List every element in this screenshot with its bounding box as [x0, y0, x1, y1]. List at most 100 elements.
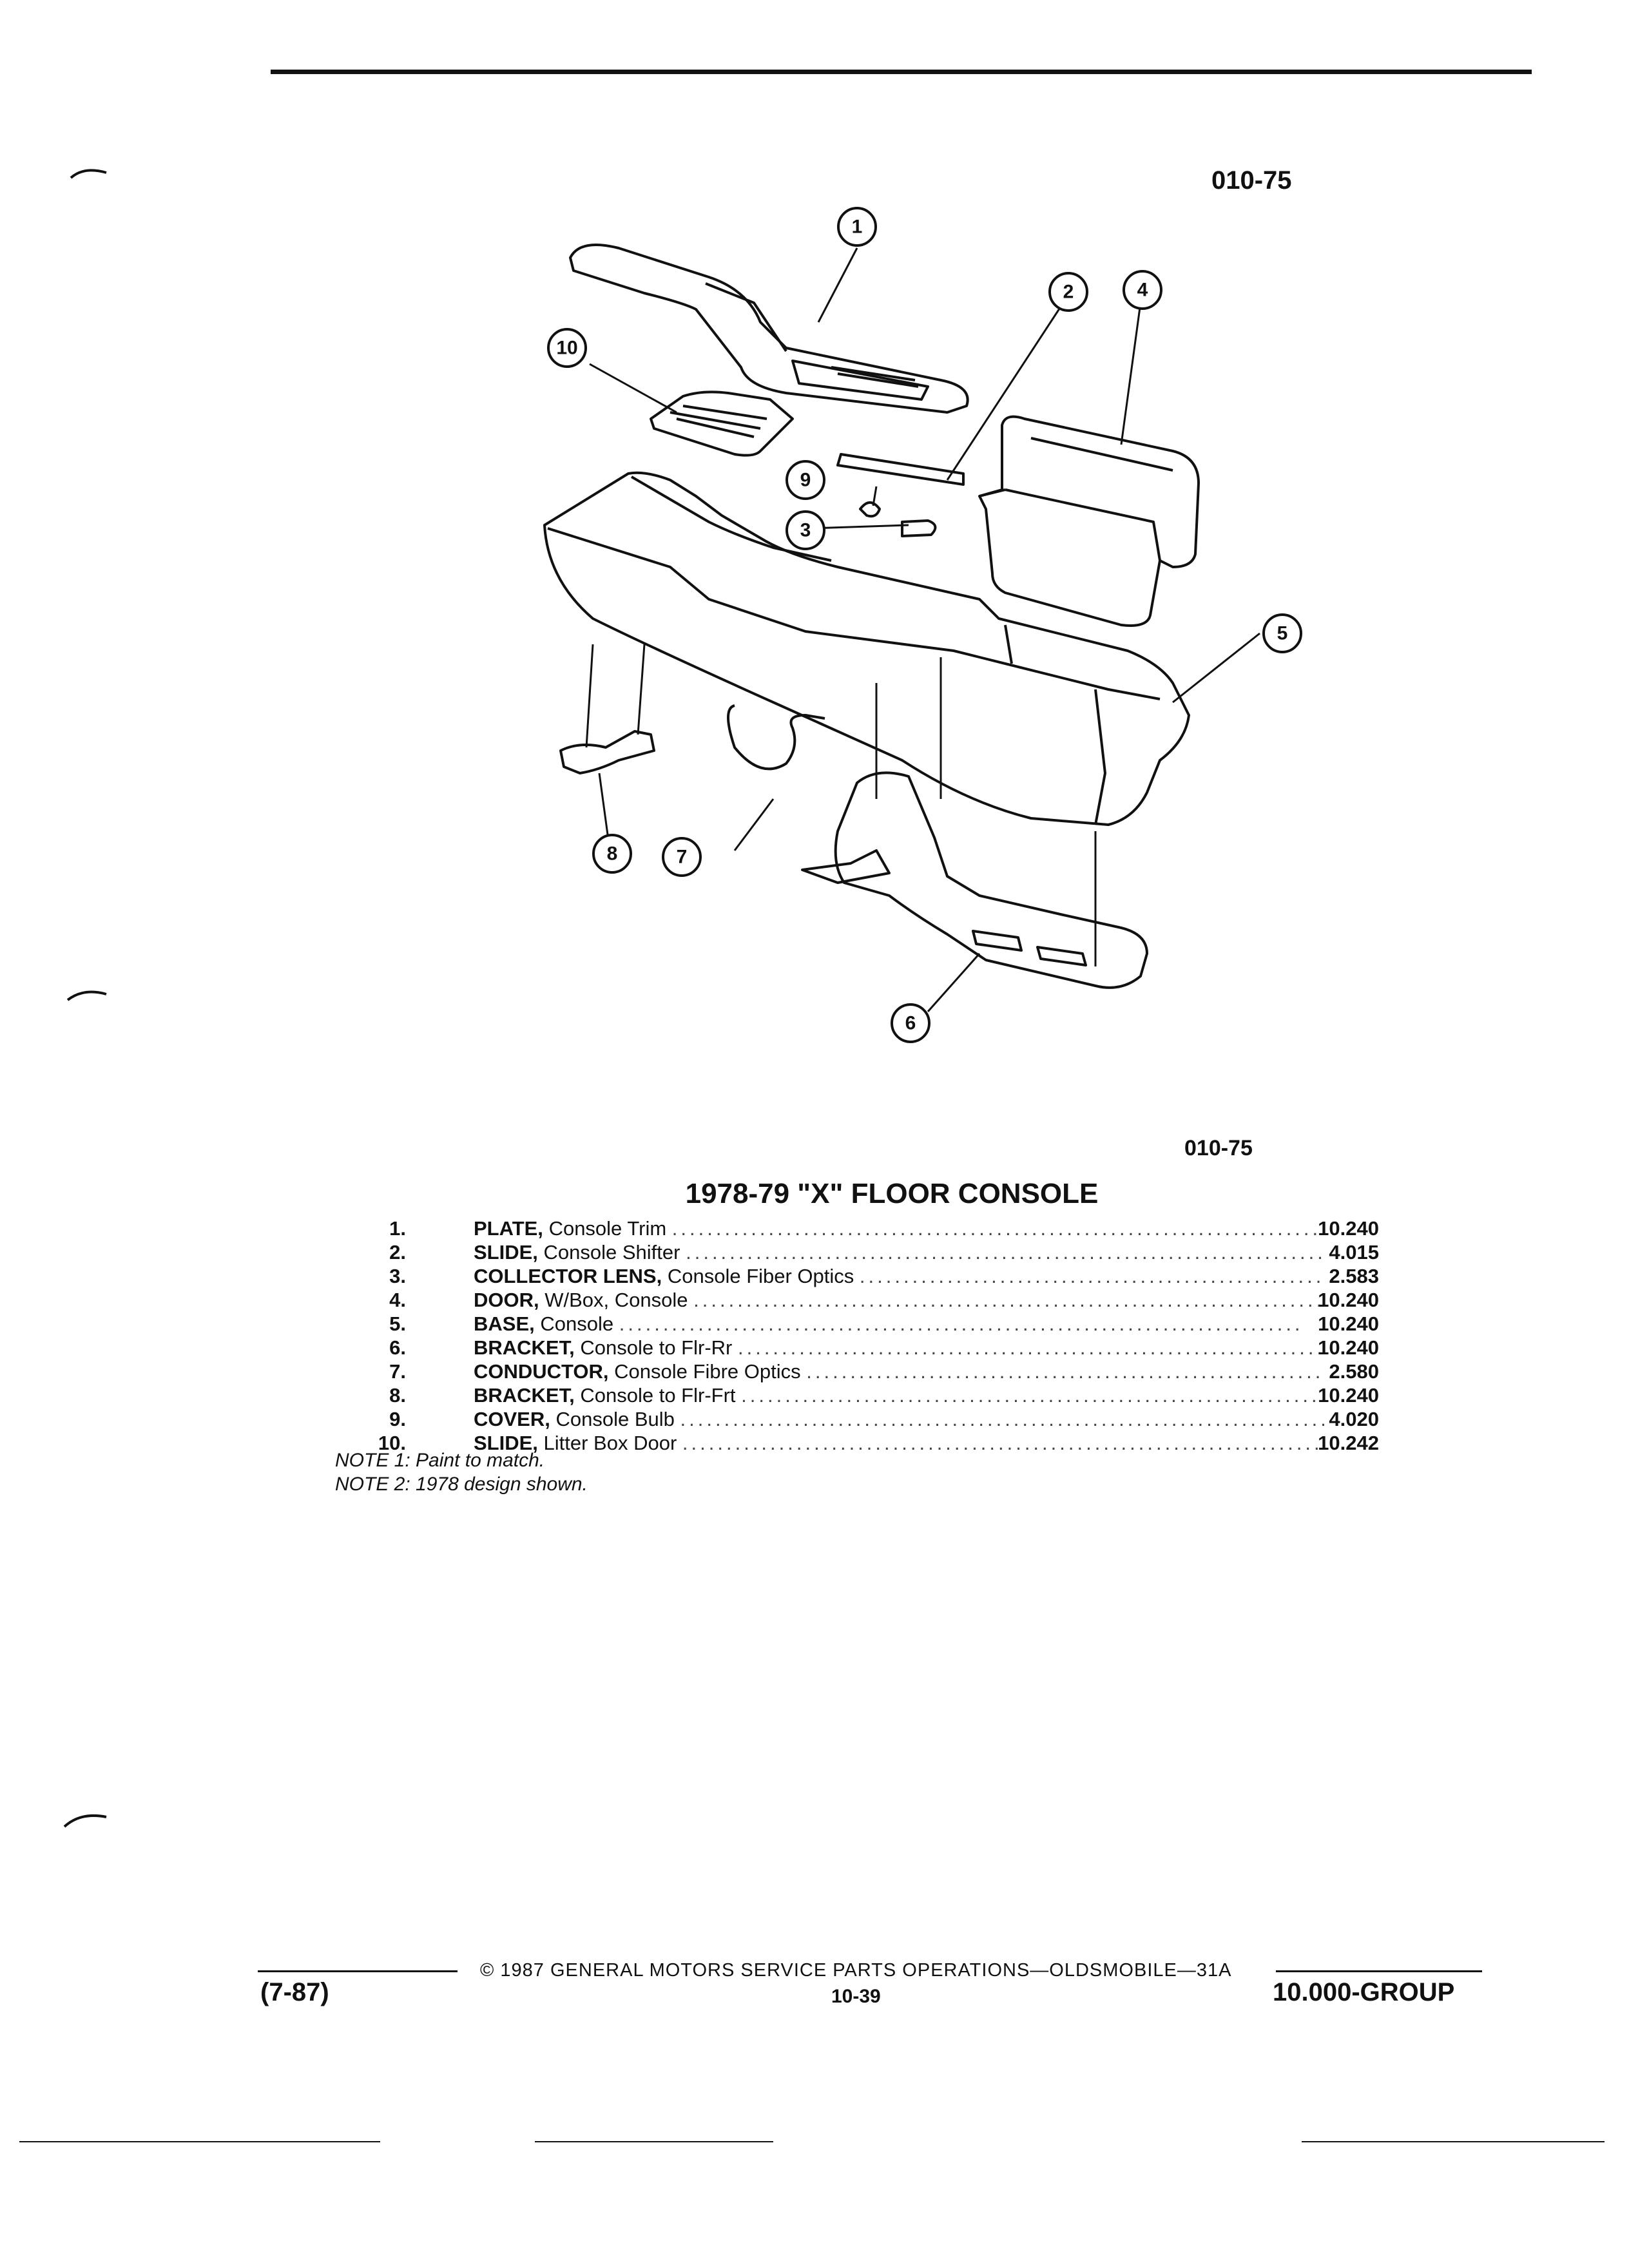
part-row-3: 3. COLLECTOR LENS, Console Fiber Optics …	[335, 1264, 1379, 1288]
callout-5: 5	[1262, 613, 1302, 653]
part-name: BRACKET,	[474, 1384, 575, 1407]
part-row-10: 10. SLIDE, Litter Box Door .............…	[335, 1431, 1379, 1455]
note-1: NOTE 1: Paint to match.	[335, 1450, 545, 1471]
part-number: 9.	[389, 1408, 406, 1430]
callout-7: 7	[662, 837, 702, 877]
svg-text:4: 4	[1137, 280, 1148, 301]
part-number: 4.	[389, 1289, 406, 1311]
part-desc: Litter Box Door	[543, 1432, 677, 1454]
part-ref: 4.020	[1329, 1408, 1379, 1430]
part-desc: Console to Flr-Frt	[580, 1384, 736, 1407]
part-name: COLLECTOR LENS,	[474, 1265, 662, 1287]
part-name: PLATE,	[474, 1217, 543, 1240]
part-ref: 10.240	[1318, 1312, 1379, 1335]
part-ref: 10.242	[1318, 1432, 1379, 1454]
leader-dots: ........................................…	[682, 1432, 1324, 1454]
scan-edge-left	[19, 2141, 380, 2142]
scan-edge-right	[1302, 2141, 1605, 2142]
part-row-4: 4. DOOR, W/Box, Console ................…	[335, 1288, 1379, 1312]
svg-text:1: 1	[852, 216, 863, 238]
margin-marks	[63, 169, 107, 1828]
svg-text:2: 2	[1063, 282, 1074, 303]
page-number: 10-39	[831, 1986, 881, 2007]
footer-rule-left	[258, 1970, 458, 1972]
callout-8: 8	[592, 834, 632, 874]
part-row-2: 2. SLIDE, Console Shifter ..............…	[335, 1240, 1379, 1264]
part-ref: 4.015	[1329, 1241, 1379, 1264]
leader-dots: ........................................…	[806, 1360, 1324, 1383]
part-name: DOOR,	[474, 1289, 539, 1311]
svg-text:9: 9	[800, 470, 811, 491]
part-ref: 10.240	[1318, 1217, 1379, 1240]
callout-2: 2	[1048, 272, 1088, 312]
part-desc: Console Trim	[548, 1217, 667, 1240]
top-rule	[271, 70, 1532, 74]
part-name: COVER,	[474, 1408, 550, 1430]
leader-dots: ........................................…	[680, 1408, 1324, 1430]
svg-text:5: 5	[1277, 623, 1288, 644]
part-number: 2.	[389, 1241, 406, 1264]
part-row-5: 5. BASE, Console .......................…	[335, 1312, 1379, 1336]
callout-3: 3	[786, 510, 825, 550]
callout-10: 10	[547, 328, 587, 368]
part-name: SLIDE,	[474, 1241, 538, 1264]
part-ref: 10.240	[1318, 1336, 1379, 1359]
leader-dots: ........................................…	[741, 1384, 1324, 1407]
leader-dots: ........................................…	[693, 1289, 1324, 1311]
note-2: NOTE 2: 1978 design shown.	[335, 1474, 588, 1495]
leader-dots: ........................................…	[671, 1217, 1324, 1240]
callout-6: 6	[891, 1003, 930, 1043]
part-row-8: 8. BRACKET, Console to Flr-Frt .........…	[335, 1383, 1379, 1407]
svg-text:8: 8	[607, 843, 618, 865]
figure-code-top: 010-75	[1211, 166, 1292, 195]
part-desc: Console Fibre Optics	[614, 1360, 801, 1383]
part-number: 6.	[389, 1336, 406, 1359]
part-name: SLIDE,	[474, 1432, 538, 1454]
footer-rule-right	[1276, 1970, 1482, 1972]
part-ref: 2.583	[1329, 1265, 1379, 1287]
figure-code-bottom: 010-75	[1184, 1136, 1253, 1160]
svg-text:3: 3	[800, 520, 811, 541]
part-number: 3.	[389, 1265, 406, 1287]
leader-dots: ........................................…	[619, 1312, 1304, 1335]
leader-dots: ........................................…	[686, 1241, 1324, 1264]
svg-text:6: 6	[905, 1013, 916, 1034]
part-number: 7.	[389, 1360, 406, 1383]
leader-dots: ........................................…	[737, 1336, 1324, 1359]
scan-edge-mid	[535, 2141, 773, 2142]
part-ref: 10.240	[1318, 1289, 1379, 1311]
part-desc: Console Fiber Optics	[667, 1265, 854, 1287]
svg-text:7: 7	[677, 847, 688, 868]
part-row-7: 7. CONDUCTOR, Console Fibre Optics .....…	[335, 1360, 1379, 1383]
litter-door	[650, 390, 794, 457]
door-box	[978, 415, 1200, 627]
part-desc: Console to Flr-Rr	[580, 1336, 733, 1359]
part-ref: 2.580	[1329, 1360, 1379, 1383]
part-name: BRACKET,	[474, 1336, 575, 1359]
part-name: BASE,	[474, 1312, 535, 1335]
page-title: 1978-79 "X" FLOOR CONSOLE	[685, 1178, 1099, 1209]
callout-9: 9	[786, 460, 825, 500]
leader-dots: ........................................…	[859, 1265, 1324, 1287]
date-code: (7-87)	[260, 1978, 329, 2006]
callout-4: 4	[1123, 270, 1162, 310]
part-name: CONDUCTOR,	[474, 1360, 609, 1383]
front-bracket	[559, 730, 655, 774]
part-number: 8.	[389, 1384, 406, 1407]
group-label: 10.000-GROUP	[1273, 1978, 1455, 2006]
part-number: 10.	[378, 1432, 406, 1454]
console-exploded-diagram: 1 2 3 4 5 6 7 8 9 10	[543, 207, 1302, 1043]
parts-list: 1. PLATE, Console Trim .................…	[335, 1216, 1379, 1455]
part-row-6: 6. BRACKET, Console to Flr-Rr ..........…	[335, 1336, 1379, 1360]
copyright-line: © 1987 GENERAL MOTORS SERVICE PARTS OPER…	[480, 1960, 1232, 1981]
part-desc: Console Bulb	[555, 1408, 675, 1430]
part-desc: Console Shifter	[543, 1241, 680, 1264]
part-desc: Console	[540, 1312, 614, 1335]
shifter-slide	[836, 453, 965, 486]
part-row-1: 1. PLATE, Console Trim .................…	[335, 1216, 1379, 1240]
callout-1: 1	[837, 207, 877, 247]
svg-text:10: 10	[556, 338, 577, 359]
part-number: 1.	[389, 1217, 406, 1240]
trim-plate	[569, 244, 969, 414]
part-row-9: 9. COVER, Console Bulb .................…	[335, 1407, 1379, 1431]
